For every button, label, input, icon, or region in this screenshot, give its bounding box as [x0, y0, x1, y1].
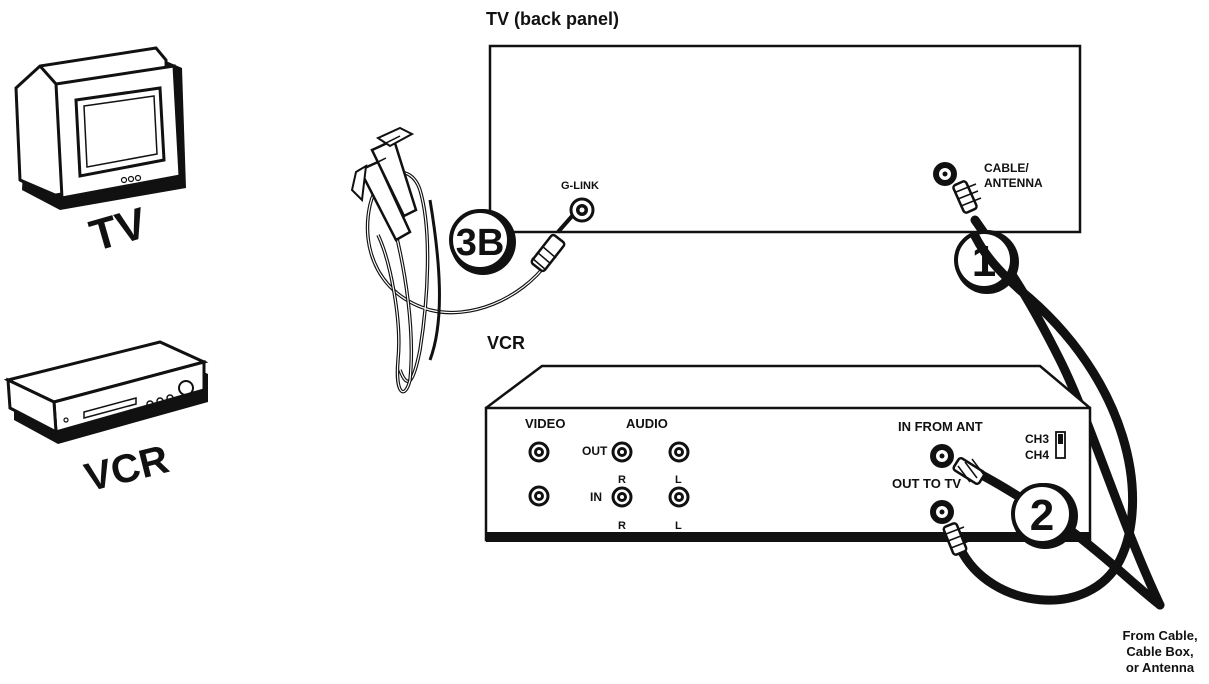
g-link-label: G-LINK: [561, 180, 599, 192]
cable-antenna-label-line1: CABLE/: [984, 161, 1029, 175]
step-2-badge: 2: [1011, 483, 1078, 549]
cable-antenna-jack: [933, 162, 957, 186]
in-from-ant-jack: [930, 444, 954, 468]
ir-emitter-heads: [350, 126, 418, 242]
g-link-jack: [569, 197, 595, 223]
from-cable-label-line2: Cable Box,: [1126, 644, 1193, 659]
vcr-title: VCR: [487, 333, 525, 353]
out-label: OUT: [582, 444, 608, 458]
ch4-label: CH4: [1025, 448, 1049, 462]
step-2-number: 2: [1030, 491, 1054, 540]
audio-in-r-jack: [611, 486, 633, 508]
g-link-plug: [530, 213, 575, 273]
video-label: VIDEO: [525, 416, 565, 431]
coax-cable-vcr-to-tv: [955, 231, 1138, 605]
vcr-icon: [3, 340, 209, 444]
audio-out-l-jack: [668, 441, 690, 463]
coax-plug-out-to-tv: [942, 522, 970, 556]
in-from-ant-label: IN FROM ANT: [898, 419, 983, 434]
vcr-back-panel: [484, 364, 1092, 542]
out-to-tv-jack: [930, 500, 954, 524]
video-in-jack: [528, 485, 550, 507]
step-3b-badge: 3B: [449, 209, 516, 275]
video-out-jack: [528, 441, 550, 463]
step-3b-number: 3B: [456, 222, 505, 264]
vcr-caption: VCR: [80, 437, 173, 500]
coax-plug-tv: [952, 180, 982, 214]
audio-l-bottom-label: L: [675, 520, 682, 532]
audio-label: AUDIO: [626, 416, 668, 431]
audio-r-top-label: R: [618, 474, 626, 486]
ch3-ch4-switch: [1055, 431, 1066, 459]
cable-antenna-label-line2: ANTENNA: [984, 176, 1043, 190]
audio-r-bottom-label: R: [618, 520, 626, 532]
tv-back-panel-title: TV (back panel): [486, 9, 619, 29]
audio-out-r-jack: [611, 441, 633, 463]
ch3-label: CH3: [1025, 432, 1049, 446]
from-cable-label-line1: From Cable,: [1122, 628, 1197, 643]
coax-plug-in-from-ant: [952, 456, 986, 486]
tv-caption: TV: [85, 198, 153, 261]
out-to-tv-label: OUT TO TV: [892, 476, 961, 491]
audio-in-l-jack: [668, 486, 690, 508]
from-cable-label-line3: or Antenna: [1126, 660, 1195, 675]
tv-icon: [14, 46, 186, 210]
in-label: IN: [590, 490, 602, 504]
audio-l-top-label: L: [675, 474, 682, 486]
